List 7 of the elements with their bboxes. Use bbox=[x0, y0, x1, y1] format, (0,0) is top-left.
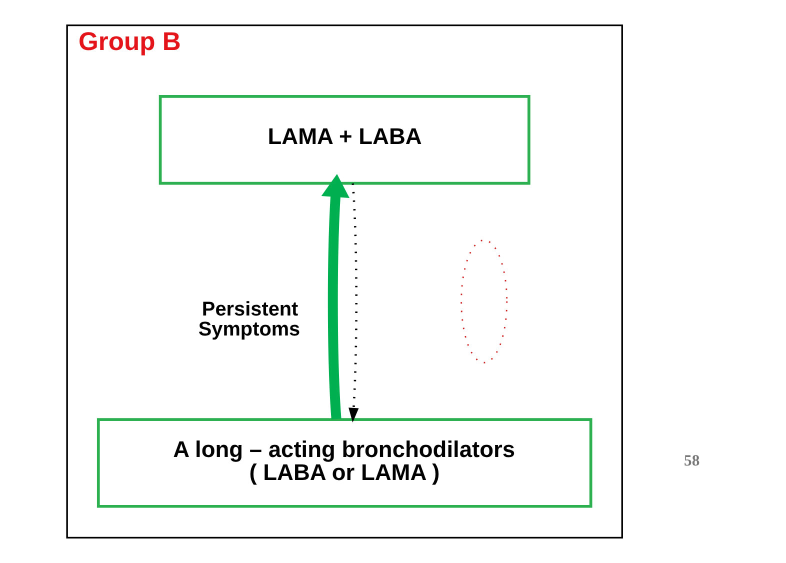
arrow bbox=[321, 174, 350, 420]
node-box: LAMA + LABA bbox=[158, 95, 530, 185]
arrow bbox=[348, 183, 359, 422]
edge-label: Persistent Symptoms bbox=[198, 298, 300, 341]
node-ellipse bbox=[460, 240, 508, 364]
node-box: A long – acting bronchodilators ( LABA or LAMA ) bbox=[96, 418, 592, 508]
label: 58 bbox=[684, 452, 700, 470]
